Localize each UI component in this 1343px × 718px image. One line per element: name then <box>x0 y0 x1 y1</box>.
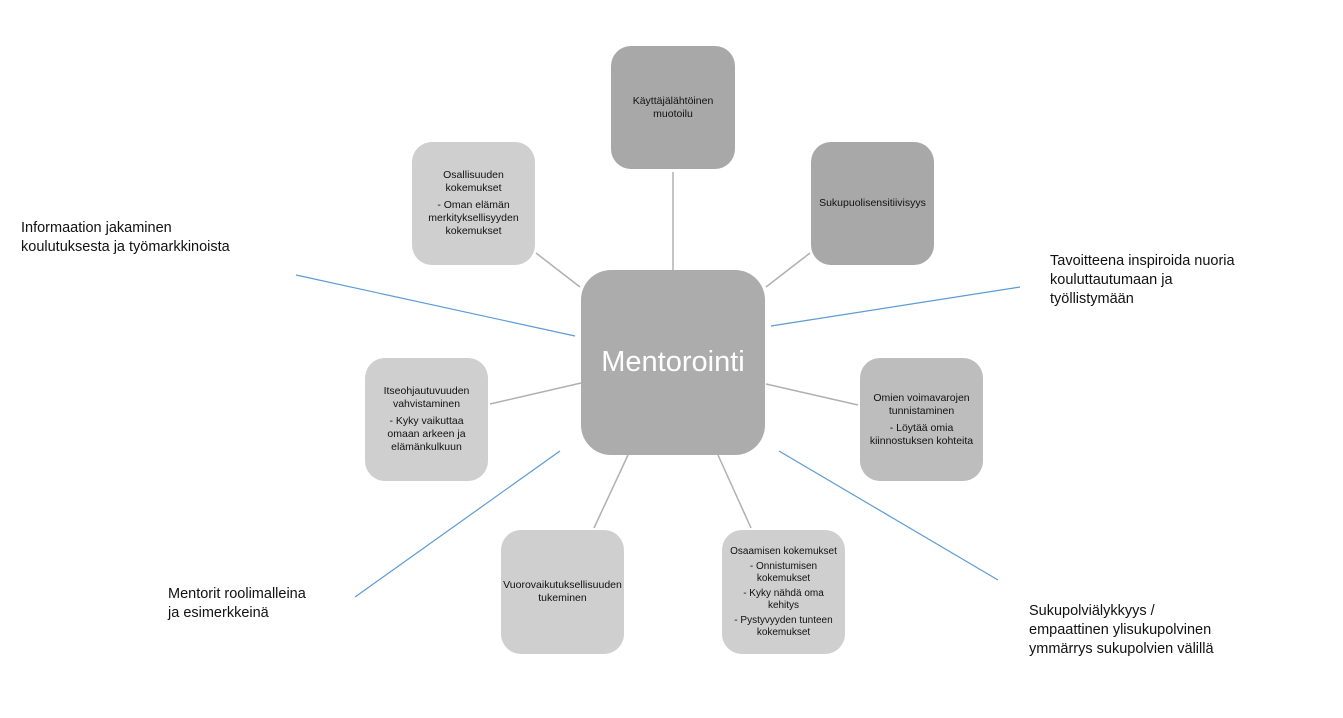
center-label: Mentorointi <box>601 346 745 378</box>
node-title: Vuorovaikutuksellisuuden tukeminen <box>503 579 622 604</box>
node-vuorovaikutus: Vuorovaikutuksellisuuden tukeminen <box>501 530 624 654</box>
label-mentorit: Mentorit roolimalleina ja esimerkkeinä <box>168 586 306 621</box>
node-detail: - Pystyvyyden tunteen kokemukset <box>734 614 833 638</box>
connector-osallisuus <box>535 252 581 288</box>
node-voimavarat: Omien voimavarojen tunnistaminen - Löytä… <box>860 358 983 481</box>
connector-informaatio <box>295 274 576 337</box>
node-detail: - Kyky nähdä oma kehitys <box>743 587 824 611</box>
node-detail: - Löytää omia kiinnostuksen kohteita <box>869 421 974 447</box>
node-title: Itseohjautuvuuden vahvistaminen <box>383 385 470 410</box>
node-title: Käyttäjälähtöinen muotoilu <box>632 94 714 120</box>
node-detail: - Kyky vaikuttaa omaan arkeen ja elämänk… <box>387 415 466 453</box>
node-title: Sukupuolisensitiivisyys <box>819 197 926 209</box>
node-osaaminen: Osaamisen kokemukset - Onnistumisen koke… <box>722 530 845 654</box>
node-sukupuolisensitiivisyys: Sukupuolisensitiivisyys <box>811 142 934 265</box>
node-detail: - Onnistumisen kokemukset <box>749 560 818 584</box>
connector-sukupolvi <box>778 450 999 581</box>
node-kayttajalahtoinen: Käyttäjälähtöinen muotoilu <box>611 46 735 169</box>
center-node-mentorointi: Mentorointi <box>581 270 765 455</box>
label-informaatio: Informaation jakaminen koulutuksesta ja … <box>21 220 230 255</box>
connector-voimavarat <box>765 383 859 406</box>
node-title: Omien voimavarojen tunnistaminen <box>873 391 970 417</box>
node-detail: - Oman elämän merkityksellisyyden kokemu… <box>428 199 519 237</box>
connector-mentorit <box>354 450 561 598</box>
node-osallisuus: Osallisuuden kokemukset - Oman elämän me… <box>412 142 535 265</box>
connector-vuorovaikutus <box>593 454 629 529</box>
label-tavoite: Tavoitteena inspiroida nuoria kouluttaut… <box>1050 253 1235 307</box>
connector-sukupuoli <box>765 252 811 288</box>
node-itseohjautuvuus: Itseohjautuvuuden vahvistaminen - Kyky v… <box>365 358 488 481</box>
connector-osaaminen <box>717 454 752 529</box>
connector-tavoite <box>770 286 1021 327</box>
node-title: Osallisuuden kokemukset <box>443 169 504 194</box>
connector-itseohjautuvuus <box>489 382 582 405</box>
label-sukupolvi: Sukupolviälykkyys / empaattinen ylisukup… <box>1029 603 1214 657</box>
node-title: Osaamisen kokemukset <box>730 545 837 557</box>
